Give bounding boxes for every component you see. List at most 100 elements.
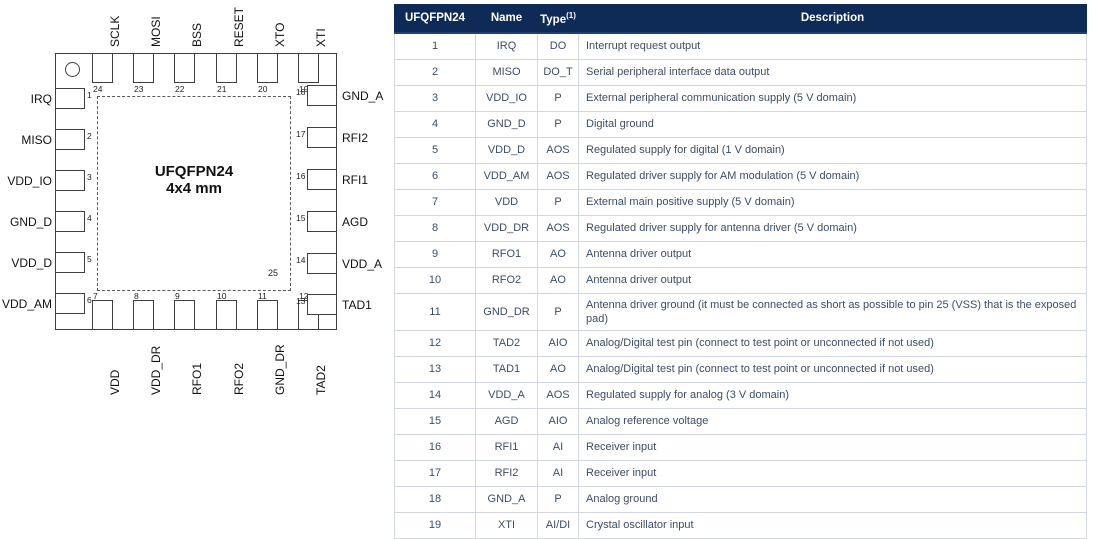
cell-type: AI	[537, 433, 579, 461]
cell-description: External main positive supply (5 V domai…	[578, 188, 1087, 216]
cell-pin-number: 12	[394, 329, 476, 357]
cell-type: P	[537, 110, 579, 138]
pin-pad-24	[92, 53, 113, 83]
pin-pad-3	[55, 170, 85, 191]
header-type: Type(1)	[537, 3, 579, 34]
cell-type: AIO	[537, 329, 579, 357]
pin-pad-4	[55, 211, 85, 232]
cell-description: Serial peripheral interface data output	[578, 58, 1087, 86]
pin-number-14: 14	[296, 255, 306, 265]
pin-number-20: 20	[258, 84, 268, 94]
cell-pin-number: 11	[394, 292, 476, 331]
header-type-label: Type	[540, 13, 567, 26]
cell-description: Regulated driver supply for AM modulatio…	[578, 162, 1087, 190]
cell-name: GND_D	[475, 110, 538, 138]
header-name: Name	[475, 3, 538, 34]
header-description: Description	[578, 3, 1087, 34]
cell-description: Receiver input	[578, 459, 1087, 487]
pin-pad-23	[133, 53, 154, 83]
pin-number-8: 8	[134, 291, 139, 301]
cell-pin-number: 19	[394, 511, 476, 539]
cell-name: RFI2	[475, 459, 538, 487]
pin-label-TAD2: TAD2	[314, 365, 328, 395]
pin-label-VDD_A: VDD_A	[342, 257, 383, 271]
cell-name: VDD_IO	[475, 84, 538, 112]
cell-type: AOS	[537, 162, 579, 190]
cell-pin-number: 18	[394, 485, 476, 513]
cell-pin-number: 9	[394, 240, 476, 268]
cell-name: GND_A	[475, 485, 538, 513]
cell-type: AOS	[537, 214, 579, 242]
pin-number-10: 10	[217, 291, 227, 301]
pin-number-11: 11	[258, 291, 267, 301]
pin-label-AGD: AGD	[342, 215, 369, 229]
package-name: UFQFPN24	[154, 163, 234, 180]
cell-type: AO	[537, 355, 579, 383]
pin-pad-1	[55, 88, 85, 109]
cell-type: AI/DI	[537, 511, 579, 539]
pin-pad-22	[174, 53, 195, 83]
pin-pad-10	[216, 300, 237, 330]
cell-name: MISO	[475, 58, 538, 86]
pin-number-23: 23	[134, 84, 144, 94]
cell-pin-number: 4	[394, 110, 476, 138]
pin-pad-6	[55, 293, 85, 314]
cell-name: VDD	[475, 188, 538, 216]
cell-pin-number: 8	[394, 214, 476, 242]
pin1-marker-icon	[65, 62, 80, 77]
pin-label-VDD_DR: VDD_DR	[149, 345, 163, 395]
cell-description: Interrupt request output	[578, 32, 1087, 60]
cell-type: DO_T	[537, 58, 579, 86]
pin-pad-13	[307, 294, 337, 315]
pin-number-6: 6	[87, 295, 92, 305]
cell-description: Analog/Digital test pin (connect to test…	[578, 329, 1087, 357]
pin-number-17: 17	[296, 129, 306, 139]
cell-name: IRQ	[475, 32, 538, 60]
pin-pad-8	[133, 300, 154, 330]
cell-name: RFI1	[475, 433, 538, 461]
pin-label-VDD: VDD	[108, 369, 122, 395]
pin-number-12: 12	[299, 291, 309, 301]
pin-pad-5	[55, 252, 85, 273]
pin-label-RFI1: RFI1	[342, 173, 369, 187]
cell-pin-number: 2	[394, 58, 476, 86]
cell-description: Analog/Digital test pin (connect to test…	[578, 355, 1087, 383]
pin-number-5: 5	[87, 254, 92, 264]
pin-pad-2	[55, 129, 85, 150]
pin-pad-18	[307, 85, 337, 106]
pin-label-GND_DR: GND_DR	[273, 344, 287, 395]
cell-description: Crystal oscillator input	[578, 511, 1087, 539]
pin-number-9: 9	[175, 291, 180, 301]
pin-number-22: 22	[175, 84, 185, 94]
cell-name: AGD	[475, 407, 538, 435]
cell-description: Regulated supply for digital (1 V domain…	[578, 136, 1087, 164]
pin-number-24: 24	[93, 84, 103, 94]
cell-pin-number: 17	[394, 459, 476, 487]
cell-description: Antenna driver output	[578, 240, 1087, 268]
cell-name: GND_DR	[475, 292, 538, 331]
exposed-pad-outline	[97, 96, 291, 291]
cell-description: Antenna driver output	[578, 266, 1087, 294]
header-pin-number: UFQFPN24	[394, 3, 476, 34]
pin-number-1: 1	[87, 90, 92, 100]
pin-label-MOSI: MOSI	[149, 16, 163, 47]
pin-label-RFO1: RFO1	[190, 362, 204, 395]
cell-description: Regulated supply for analog (3 V domain)	[578, 381, 1087, 409]
cell-pin-number: 1	[394, 32, 476, 60]
cell-name: RFO2	[475, 266, 538, 294]
pin-label-RFO2: RFO2	[232, 362, 246, 395]
cell-pin-number: 10	[394, 266, 476, 294]
